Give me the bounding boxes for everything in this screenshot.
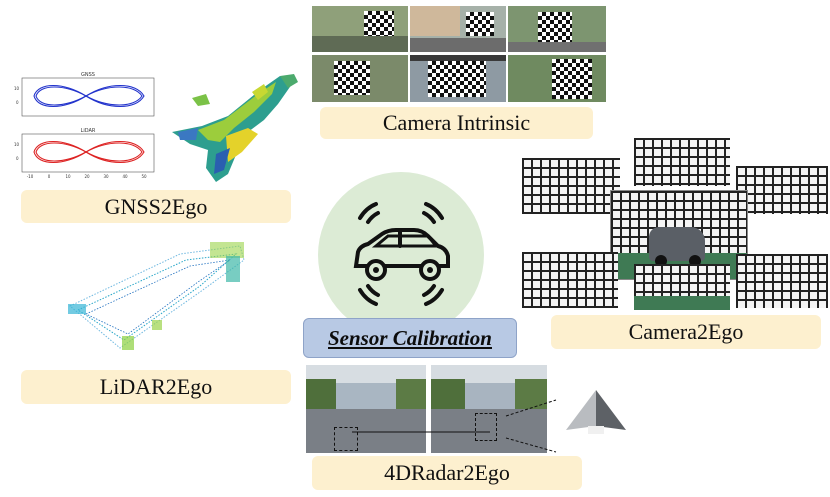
svg-text:10: 10 [14, 142, 20, 147]
lidar2ego-label: LiDAR2Ego [21, 370, 291, 404]
x-tick: 10 [65, 174, 71, 179]
intrinsic-photo-6 [508, 55, 606, 102]
gnss2ego-label: GNSS2Ego [21, 190, 291, 223]
radar-callout-lines [352, 399, 557, 453]
intrinsic-photo-1 [312, 6, 408, 52]
sensor-calibration-graphic [318, 172, 484, 338]
svg-text:10: 10 [14, 86, 20, 91]
collage-photo-bottomleft [522, 252, 618, 308]
point-cloud-map [168, 70, 314, 186]
camera2ego-collage [516, 138, 828, 312]
intrinsic-photo-2 [410, 6, 506, 52]
x-tick: -10 [27, 174, 34, 179]
svg-text:0: 0 [16, 100, 19, 105]
intrinsic-photo-3 [508, 6, 606, 52]
signal-waves-icon [358, 202, 444, 306]
lidar-plot-title: LiDAR [81, 128, 96, 134]
collage-photo-bottom [634, 264, 730, 310]
gnss-plot-title: GNSS [81, 72, 95, 78]
collage-photo-bottomright [736, 254, 828, 308]
lidar-point-cloud [60, 236, 270, 358]
sensor-calibration-title: Sensor Calibration [303, 318, 517, 358]
camera2ego-label: Camera2Ego [551, 315, 821, 349]
intrinsic-photo-4 [312, 55, 408, 102]
x-tick: 0 [48, 174, 51, 179]
lidar-curve [33, 141, 145, 163]
radar2ego-label: 4DRadar2Ego [312, 456, 582, 490]
x-tick: 20 [84, 174, 90, 179]
radar-road-photo-left [306, 365, 426, 453]
svg-text:0: 0 [16, 156, 19, 161]
intrinsic-photo-5 [410, 55, 506, 102]
corner-reflector-icon [566, 390, 626, 434]
camera-intrinsic-grid [312, 6, 606, 102]
gnss-curve [33, 85, 145, 107]
camera-intrinsic-label: Camera Intrinsic [320, 107, 593, 139]
collage-photo-topright [736, 166, 828, 214]
collage-photo-top [634, 138, 730, 186]
gnss-trajectory-plot: GNSS 10 0 LiDAR 10 0 -10 0 10 20 30 40 5… [4, 68, 164, 182]
x-tick: 50 [141, 174, 147, 179]
x-tick: 40 [122, 174, 128, 179]
car-icon [353, 202, 450, 306]
collage-photo-topleft [522, 158, 620, 214]
x-tick: 30 [103, 174, 109, 179]
